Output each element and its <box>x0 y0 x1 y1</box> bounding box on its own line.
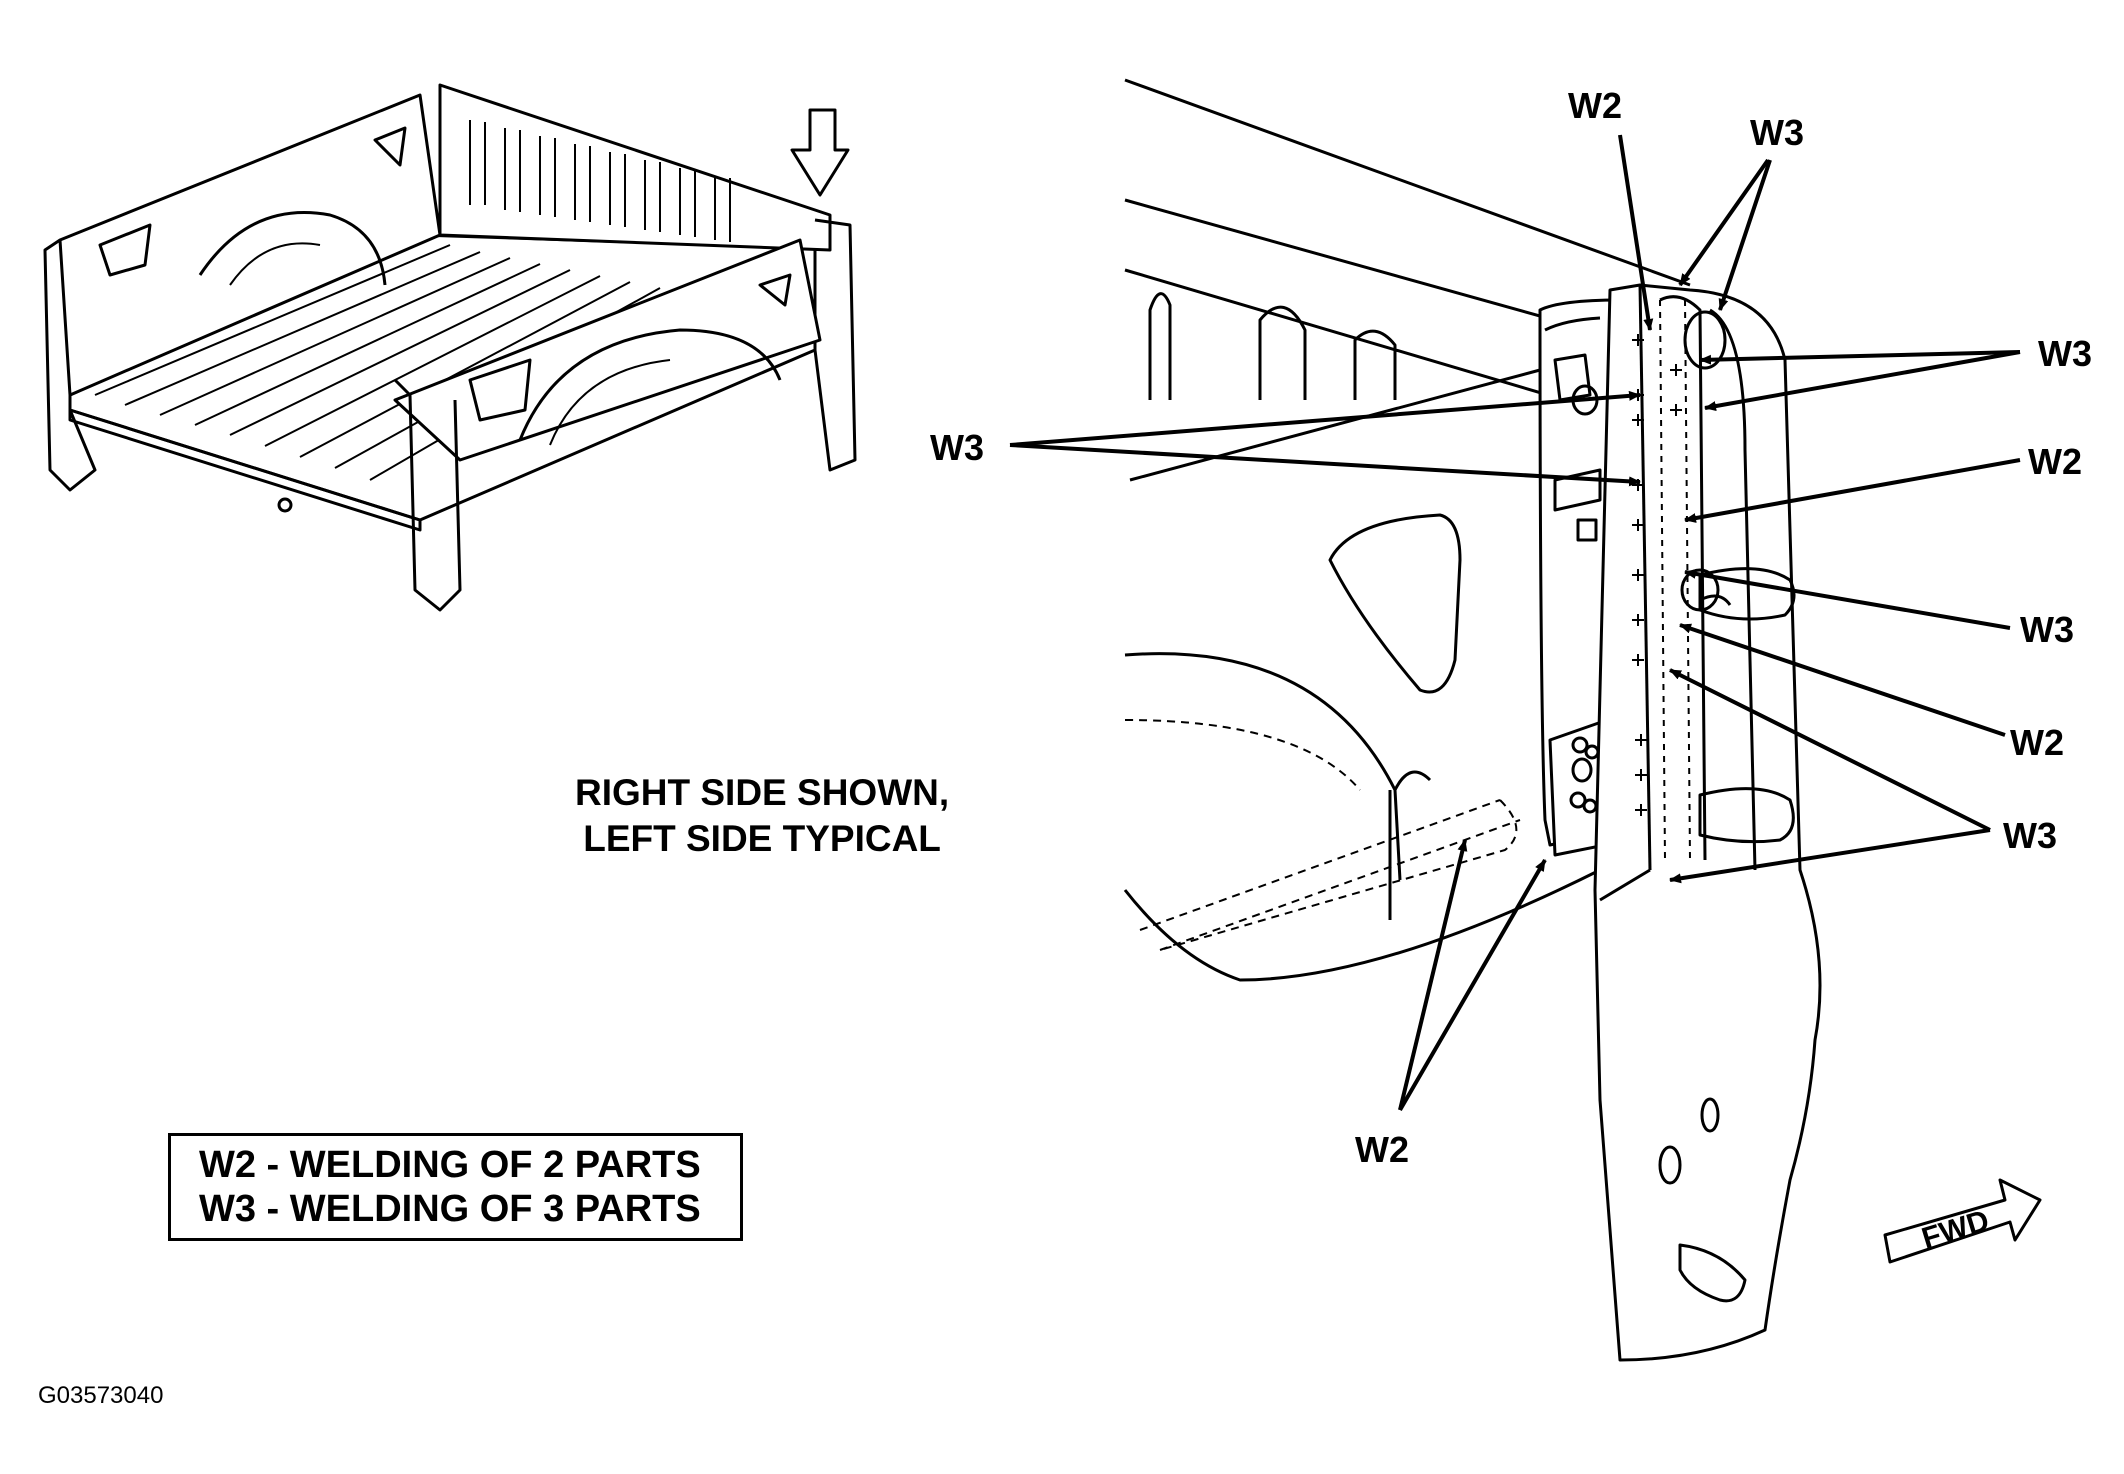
figure-id: G03573040 <box>38 1382 164 1409</box>
legend-w3: W3 - WELDING OF 3 PARTS <box>199 1188 701 1230</box>
forward-arrow-icon <box>1883 1178 2042 1264</box>
side-note-line-2: LEFT SIDE TYPICAL <box>583 818 941 859</box>
callout-w2-bottom: W2 <box>1355 1129 1409 1170</box>
callout-w3-left: W3 <box>930 427 984 468</box>
callout-w2-right-2: W2 <box>2010 722 2064 763</box>
callout-w3-top: W3 <box>1750 112 1804 153</box>
side-note-line-1: RIGHT SIDE SHOWN, <box>575 772 950 813</box>
callout-w2-right-1: W2 <box>2028 441 2082 482</box>
callout-w2-top: W2 <box>1568 85 1622 126</box>
callout-leaders <box>1009 134 2021 1112</box>
callout-w3-right-2: W3 <box>2020 609 2074 650</box>
truck-bed-overview <box>43 83 857 612</box>
location-pointer-arrow <box>790 108 850 197</box>
side-note: RIGHT SIDE SHOWN, LEFT SIDE TYPICAL <box>575 770 949 862</box>
callout-w3-right-1: W3 <box>2038 333 2092 374</box>
legend-box: W2 - WELDING OF 2 PARTS W3 - WELDING OF … <box>168 1133 743 1241</box>
legend-w2: W2 - WELDING OF 2 PARTS <box>199 1144 701 1186</box>
callout-w3-right-3: W3 <box>2003 815 2057 856</box>
bed-pillar-closeup <box>1123 78 1822 1362</box>
